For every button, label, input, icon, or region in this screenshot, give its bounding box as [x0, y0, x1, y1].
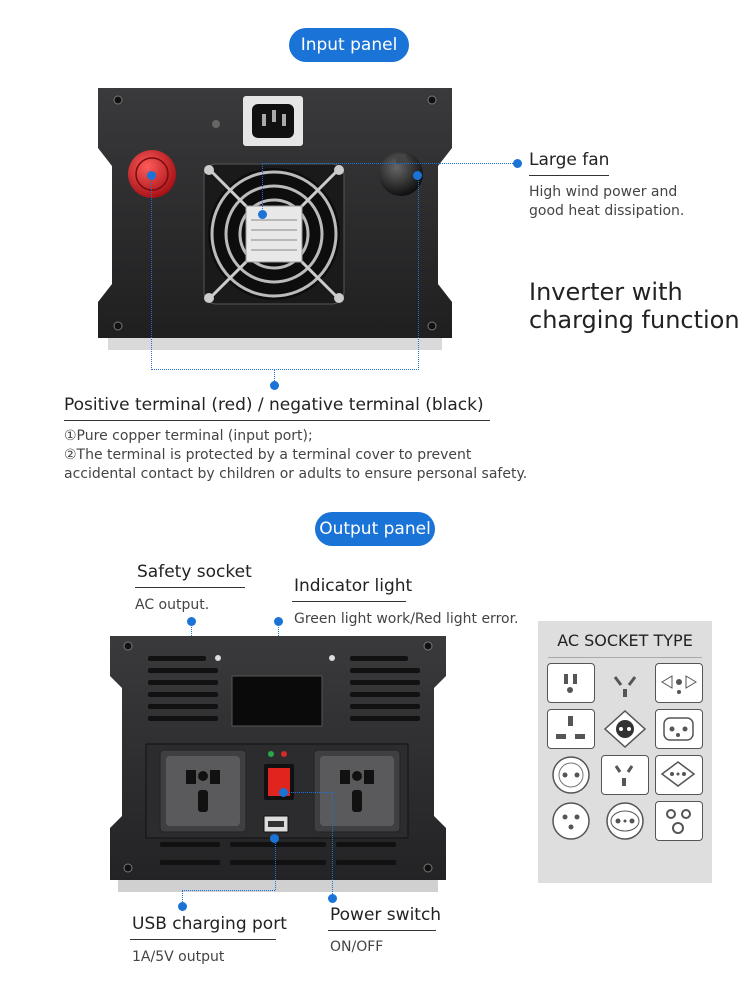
fan-heading-underline — [529, 175, 609, 176]
socket-type-4-icon — [547, 709, 595, 749]
socket-desc: AC output. — [135, 597, 210, 613]
socket-type-2-icon — [601, 663, 649, 703]
fan-desc-line1: High wind power and — [529, 184, 678, 200]
fan-leader-drop — [262, 163, 263, 213]
usb-leader-drop — [182, 890, 183, 904]
socket-type-9-icon — [655, 755, 703, 795]
socket-heading: Safety socket — [137, 562, 252, 582]
switch-heading-underline — [328, 930, 436, 931]
switch-bottom-dot — [328, 894, 337, 903]
usb-leader-v — [275, 838, 276, 890]
socket-marker-dot — [187, 617, 196, 626]
socket-type-11-icon — [601, 801, 649, 841]
tagline-line1: Inverter with — [529, 278, 683, 306]
output-panel-badge: Output panel — [315, 512, 435, 546]
socket-type-5-icon — [601, 709, 649, 749]
terminal-note-2: ②The terminal is protected by a terminal… — [64, 447, 472, 463]
output-panel-device — [104, 636, 452, 892]
usb-bottom-dot — [178, 902, 187, 911]
socket-type-8-icon — [601, 755, 649, 795]
output-panel-title: Output panel — [319, 519, 431, 539]
indicator-heading-underline — [292, 601, 406, 602]
socket-type-7-icon — [547, 755, 595, 795]
fan-heading: Large fan — [529, 150, 610, 170]
usb-desc: 1A/5V output — [132, 949, 225, 965]
socket-type-12-icon — [655, 801, 703, 841]
usb-heading: USB charging port — [132, 914, 287, 934]
socket-type-10-icon — [547, 801, 595, 841]
socket-type-panel: AC SOCKET TYPE — [538, 621, 712, 883]
input-panel-device — [96, 88, 454, 350]
input-panel-title: Input panel — [300, 35, 398, 55]
usb-heading-underline — [130, 939, 276, 940]
tagline-line2: charging function — [529, 306, 740, 334]
socket-type-title: AC SOCKET TYPE — [557, 631, 693, 650]
terminal-leader-stem — [274, 369, 275, 385]
terminal-bottom-dot — [270, 381, 279, 390]
usb-marker-dot — [270, 834, 279, 843]
terminal-note-1: ①Pure copper terminal (input port); — [64, 428, 313, 444]
inverter-input-illustration — [98, 88, 452, 350]
socket-type-title-rule — [548, 657, 702, 658]
switch-desc: ON/OFF — [330, 939, 384, 955]
fan-marker-dot — [513, 159, 522, 168]
terminal-red-dot — [147, 171, 156, 180]
socket-heading-underline — [135, 587, 245, 588]
terminal-note-3: accidental contact by children or adults… — [64, 466, 528, 482]
fan-center-dot — [258, 210, 267, 219]
switch-marker-dot — [279, 788, 288, 797]
inverter-output-illustration — [110, 636, 446, 892]
usb-leader-h — [182, 890, 275, 891]
socket-type-1-icon — [547, 663, 595, 703]
fan-leader-line — [262, 163, 515, 164]
indicator-marker-dot — [274, 617, 283, 626]
switch-heading: Power switch — [330, 905, 442, 925]
terminal-heading: Positive terminal (red) / negative termi… — [64, 395, 484, 415]
terminal-black-dot — [413, 171, 422, 180]
terminal-bracket — [151, 175, 419, 370]
socket-type-6-icon — [655, 709, 703, 749]
switch-leader-h — [284, 792, 332, 793]
input-panel-badge: Input panel — [289, 28, 409, 62]
switch-leader-v — [332, 792, 333, 898]
indicator-desc: Green light work/Red light error. — [294, 611, 519, 627]
indicator-heading: Indicator light — [294, 576, 413, 596]
socket-type-grid — [547, 663, 703, 841]
socket-type-3-icon — [655, 663, 703, 703]
terminal-heading-underline — [64, 420, 490, 421]
fan-desc-line2: good heat dissipation. — [529, 203, 685, 219]
